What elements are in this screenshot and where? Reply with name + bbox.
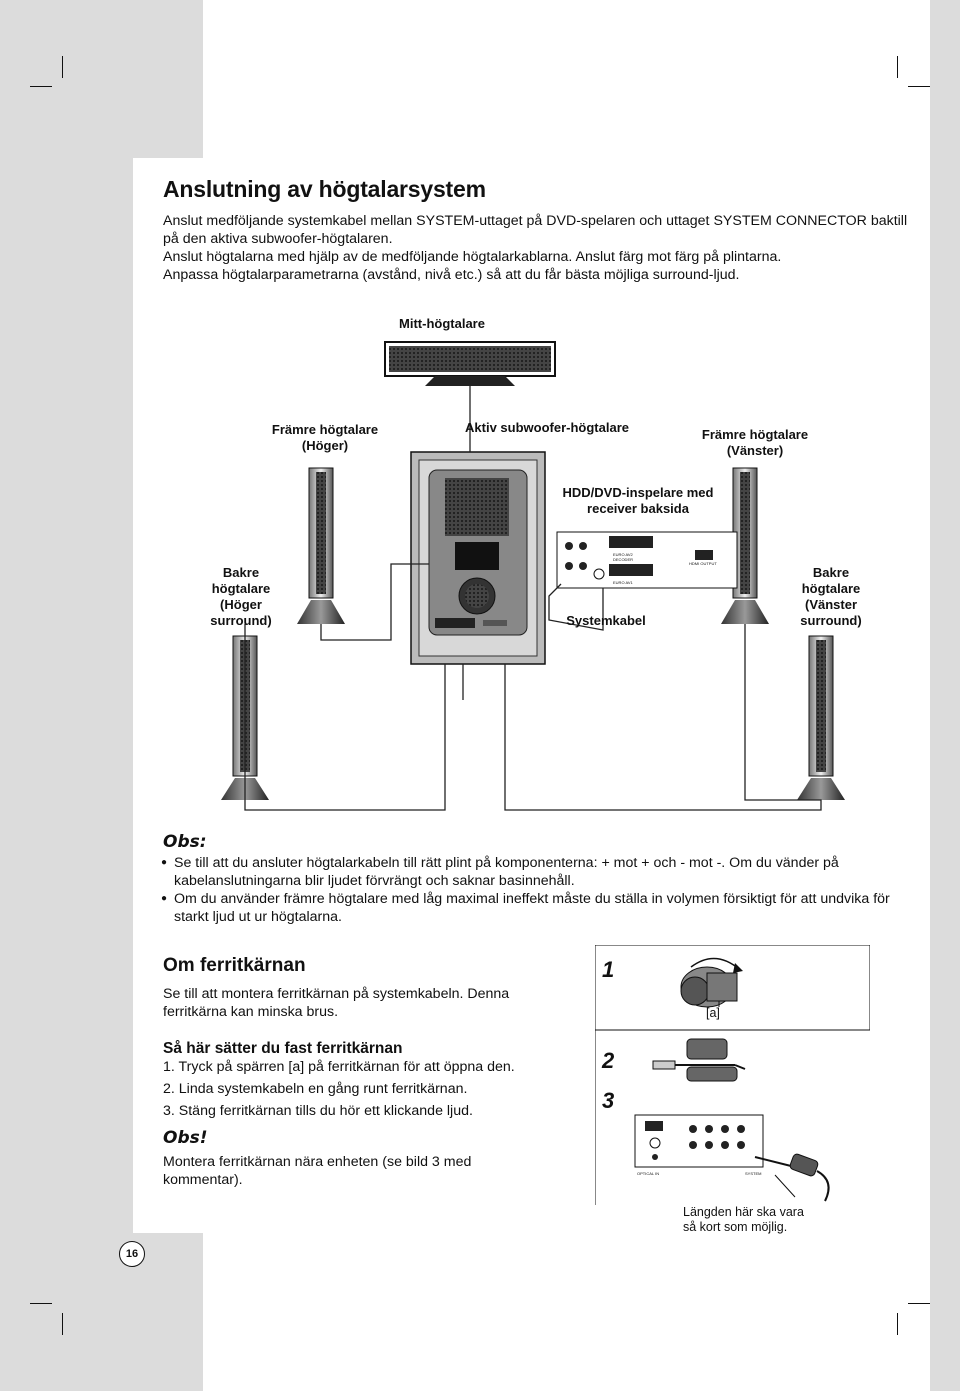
crop-mark [897, 1313, 898, 1335]
label-line: Främre högtalare [701, 427, 809, 442]
panel-label: SYSTEM [745, 1171, 761, 1176]
label-front-right: Främre högtalare (Höger) [250, 422, 400, 454]
ferrite-obs-heading: Obs! [163, 1128, 208, 1148]
bullet-icon: ● [161, 857, 168, 868]
caption-line: så kort som möjlig. [683, 1220, 788, 1234]
panel-label: DECODER [613, 557, 633, 562]
ferrite-howto-heading: Så här sätter du fast ferritkärnan [163, 1040, 403, 1057]
note-text: Om du använder främre högtalare med låg … [174, 891, 890, 925]
center-speaker [384, 341, 556, 386]
note-item: ● Se till att du ansluter högtalarkabeln… [161, 854, 903, 890]
front-right-speaker [297, 467, 345, 624]
panel-label: EURO AV1 [613, 580, 633, 585]
rear-left-speaker [797, 635, 845, 800]
ferrite-text: Se till att montera ferritkärnan på syst… [163, 986, 510, 1020]
figure-number: 1 [602, 957, 615, 982]
right-margin-band [930, 0, 960, 1391]
crop-mark [30, 86, 52, 87]
label-rear-right: Bakre högtalare (Höger surround) [196, 565, 286, 629]
crop-mark [908, 1303, 930, 1304]
label-line: (Höger [220, 597, 262, 612]
page-title: Anslutning av högtalarsystem [163, 176, 486, 202]
panel-with-core: OPTICAL IN SYSTEM [634, 1114, 830, 1202]
ferrite-heading: Om ferritkärnan [163, 955, 306, 976]
step-item: 1. Tryck på spärren [a] på ferritkärnan … [163, 1059, 515, 1075]
figure-caption: Längden här ska vara så kort som möjlig. [683, 1205, 833, 1235]
label-line: (Vänster [804, 597, 858, 612]
intro-paragraph: Anpassa högtalarparametrarna (avstånd, n… [163, 267, 740, 283]
label-center-speaker: Mitt-högtalare [399, 316, 485, 331]
note-item: ● Om du använder främre högtalare med lå… [161, 890, 903, 926]
speaker-connection-diagram: EURO AV2 DECODER EURO AV1 HDMI OUTPUT [221, 341, 845, 811]
label-subwoofer: Aktiv subwoofer-högtalare [465, 420, 629, 435]
panel-label: OPTICAL IN [637, 1171, 659, 1176]
cable-wrapped-core [652, 1038, 746, 1082]
content-area [133, 158, 930, 1233]
intro-paragraph: Anslut högtalarna med hjälp av de medföl… [163, 249, 782, 265]
figure-number: 2 [602, 1048, 615, 1073]
ferrite-steps: 1. Tryck på spärren [a] på ferritkärnan … [163, 1058, 563, 1124]
ferrite-core-open [680, 957, 743, 1008]
label-line: (Vänster) [726, 443, 784, 458]
step-item: 2. Linda systemkabeln en gång runt ferri… [163, 1081, 468, 1097]
speaker-wires [244, 386, 822, 811]
label-front-left: Främre högtalare (Vänster) [680, 427, 830, 459]
notes-list: ● Se till att du ansluter högtalarkabeln… [161, 854, 903, 926]
crop-mark [897, 56, 898, 78]
crop-mark [62, 1313, 63, 1335]
label-line: HDD/DVD-inspelare med [562, 485, 714, 500]
latch-label: [a] [706, 1006, 720, 1020]
figure-number: 3 [602, 1088, 615, 1113]
label-line: surround) [210, 613, 272, 628]
crop-mark [30, 1303, 52, 1304]
page-number: 16 [119, 1241, 145, 1267]
crop-mark [62, 56, 63, 78]
label-line: receiver baksida [587, 501, 689, 516]
subwoofer-rear [410, 451, 546, 665]
label-rear-left: Bakre högtalare (Vänster surround) [786, 565, 876, 629]
label-line: Främre högtalare [271, 422, 379, 437]
intro-text: Anslut medföljande systemkabel mellan SY… [163, 212, 923, 284]
label-line: högtalare [211, 581, 271, 596]
step-item: 3. Stäng ferritkärnan tills du hör ett k… [163, 1103, 473, 1119]
caption-line: Längden här ska vara [683, 1205, 804, 1219]
crop-mark [908, 86, 930, 87]
panel-label: HDMI OUTPUT [689, 561, 717, 566]
bullet-icon: ● [161, 893, 168, 904]
panel-label: EURO AV2 [613, 552, 633, 557]
label-line: surround) [800, 613, 862, 628]
note-text: Se till att du ansluter högtalarkabeln t… [174, 855, 839, 889]
label-line: högtalare [801, 581, 861, 596]
ferrite-figures: OPTICAL IN SYSTEM [595, 945, 870, 1205]
label-receiver: HDD/DVD-inspelare med receiver baksida [548, 485, 728, 517]
label-line: Bakre [222, 565, 260, 580]
label-system-cable: Systemkabel [566, 613, 646, 628]
intro-paragraph: Anslut medföljande systemkabel mellan SY… [163, 213, 908, 247]
notes-heading: Obs: [163, 832, 207, 852]
ferrite-obs-text: Montera ferritkärnan nära enheten (se bi… [163, 1154, 472, 1188]
label-line: Bakre [812, 565, 850, 580]
receiver-rear-panel: EURO AV2 DECODER EURO AV1 HDMI OUTPUT [556, 531, 738, 589]
label-line: (Höger) [301, 438, 349, 453]
